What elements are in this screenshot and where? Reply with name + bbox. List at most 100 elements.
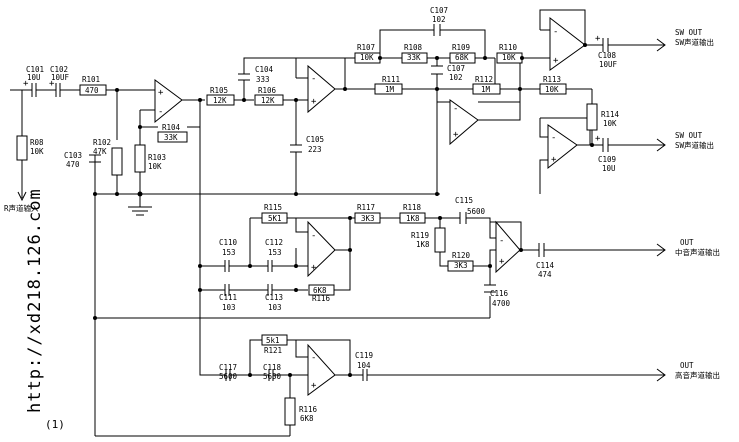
label-r119-ref: R119 xyxy=(411,231,429,240)
label-r110-val: 10K xyxy=(502,53,516,62)
wires xyxy=(10,9,665,437)
capacitor-c113 xyxy=(265,284,275,296)
label-r08-val: 10K xyxy=(30,147,44,156)
label-r103-ref: R103 xyxy=(148,153,166,162)
label-c111-ref: C111 xyxy=(219,293,237,302)
mid-out-desc: 中音声道输出 xyxy=(675,247,720,257)
label-r103-val: 10K xyxy=(148,162,162,171)
capacitor-c110 xyxy=(222,260,232,272)
label-r108-ref: R108 xyxy=(404,43,423,52)
label-r110-ref: R110 xyxy=(499,43,518,52)
label-c112-ref: C112 xyxy=(265,238,283,247)
label-c103-val: 470 xyxy=(66,160,80,169)
opamp-u6 xyxy=(307,220,336,278)
c108-plus: + xyxy=(595,34,601,44)
label-c102-val: 10UF xyxy=(51,73,70,82)
capacitor-c115 xyxy=(457,212,469,224)
label-r118-val: 1K8 xyxy=(406,214,420,223)
label-r119-val: 1K8 xyxy=(416,240,430,249)
label-r106-val: 12K xyxy=(261,96,275,105)
label-r116a-ref: R116 xyxy=(312,294,331,303)
u1-plus: + xyxy=(158,88,164,98)
resistor-r104 xyxy=(157,131,188,143)
u2-plus: + xyxy=(311,97,317,107)
label-c119-val: 104 xyxy=(357,361,371,370)
u3-minus: - xyxy=(453,104,458,114)
capacitor-c119 xyxy=(360,369,370,381)
resistor-r108 xyxy=(401,52,428,64)
u5-minus: - xyxy=(551,133,556,143)
output-arrows xyxy=(656,38,666,382)
resistor-r119 xyxy=(434,227,446,253)
label-c108-val: 10UF xyxy=(599,60,618,69)
label-r121-val: 5k1 xyxy=(266,336,280,345)
resistor-r112 xyxy=(472,83,501,95)
label-r116b-ref: R116 xyxy=(299,405,318,414)
label-c116-val: 4700 xyxy=(492,299,511,308)
opamp-u4 xyxy=(549,16,586,71)
u4-plus: + xyxy=(553,56,559,66)
label-r115-val: 5K1 xyxy=(268,214,282,223)
label-c115-ref: C115 xyxy=(455,196,473,205)
capacitor-c112 xyxy=(265,260,275,272)
opamp-u2 xyxy=(307,64,336,114)
capacitor-c117 xyxy=(225,369,232,381)
label-r117-val: 3K3 xyxy=(361,214,375,223)
label-c117-val: 5600 xyxy=(219,372,238,381)
resistor-r109 xyxy=(449,52,476,64)
label-r120-val: 3K3 xyxy=(454,261,468,270)
label-c104-val: 333 xyxy=(256,75,270,84)
label-r113-val: 10K xyxy=(545,85,559,94)
u6-minus: - xyxy=(311,231,316,241)
label-r116a-val: 6K8 xyxy=(313,286,327,295)
capacitor-c103 xyxy=(89,154,101,163)
label-c102-ref: C102 xyxy=(50,65,68,74)
sw-out-2-title: SW OUT xyxy=(675,131,703,140)
label-r113-ref: R113 xyxy=(543,75,561,84)
capacitor-c104 xyxy=(238,73,250,81)
label-r109-ref: R109 xyxy=(452,43,470,52)
label-r111-ref: R111 xyxy=(382,75,400,84)
label-c115-val: 5600 xyxy=(467,207,486,216)
label-c105-ref: C105 xyxy=(306,135,324,144)
u5-plus: + xyxy=(551,155,557,165)
label-c114-ref: C114 xyxy=(536,261,555,270)
opamp-u7 xyxy=(495,220,521,274)
label-r118-ref: R118 xyxy=(403,203,422,212)
label-r102-ref: R102 xyxy=(93,138,111,147)
resistor-r116-mid xyxy=(308,284,335,296)
label-c107a-ref: C107 xyxy=(430,6,448,15)
label-r120-ref: R120 xyxy=(452,251,471,260)
resistor-r120 xyxy=(447,260,474,272)
label-c108-ref: C108 xyxy=(598,51,617,60)
capacitors xyxy=(18,24,612,381)
label-c107b-val: 102 xyxy=(449,73,463,82)
resistor-r08 xyxy=(16,135,28,161)
high-out-desc: 高音声道输出 xyxy=(675,370,720,380)
u2-minus: - xyxy=(311,74,316,84)
sw-out-1-desc: SW声道输出 xyxy=(675,37,714,47)
label-r106-ref: R106 xyxy=(258,86,277,95)
capacitor-c118 xyxy=(266,369,276,381)
label-r121-ref: R121 xyxy=(264,346,282,355)
label-r112-ref: R112 xyxy=(475,75,493,84)
label-c110-ref: C110 xyxy=(219,238,238,247)
label-c107b-ref: C107 xyxy=(447,64,465,73)
label-r116b-val: 6K8 xyxy=(300,414,314,423)
capacitor-c114 xyxy=(536,243,548,257)
sw-out-1-title: SW OUT xyxy=(675,28,703,37)
u6-plus: + xyxy=(311,263,317,273)
label-r105-val: 12K xyxy=(213,96,227,105)
io-labels: R声道输入 SW OUT SW声道输出 SW OUT SW声道输出 OUT 中音… xyxy=(4,28,720,380)
resistor-r113 xyxy=(539,83,567,95)
resistor-r106 xyxy=(254,94,284,106)
label-r102-val: 47K xyxy=(93,147,107,156)
capacitor-c109 xyxy=(600,138,612,152)
u4-minus: - xyxy=(553,27,558,37)
opamp-u8 xyxy=(307,343,336,396)
u8-plus: + xyxy=(311,381,317,391)
capacitor-c107-mid xyxy=(431,65,443,75)
watermark-url: http://xd218.126.com xyxy=(25,188,45,413)
label-c104-ref: C104 xyxy=(255,65,274,74)
